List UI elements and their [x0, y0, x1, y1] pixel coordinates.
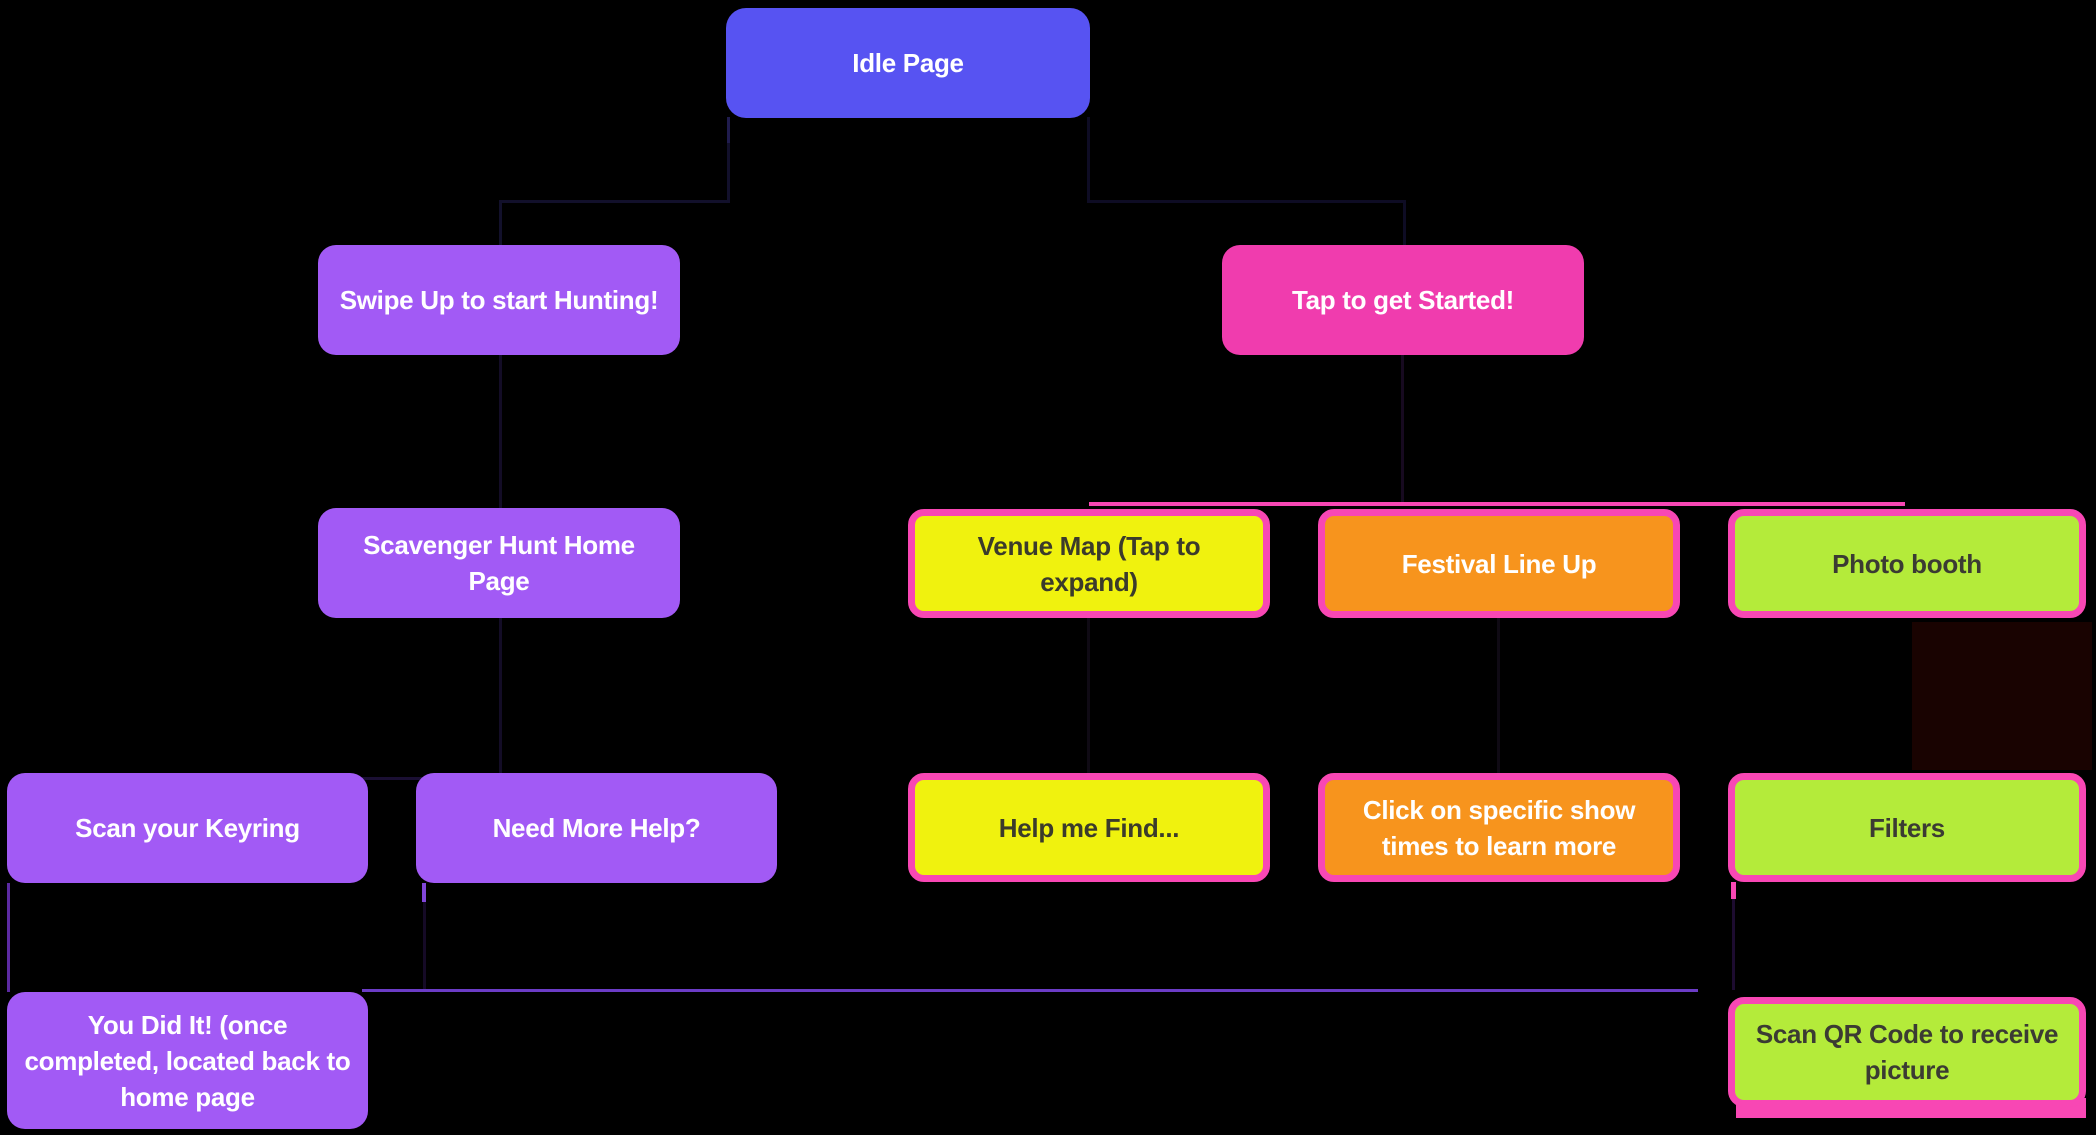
flow-node-label: Photo booth [1832, 548, 1982, 579]
flow-node-label: Scan your Keyring [75, 813, 300, 843]
connector-venue-drop [1087, 618, 1090, 773]
connector-row3-pink-horizontal [1089, 502, 1905, 506]
flow-node-scan-qr[interactable]: Scan QR Code to receive picture [1728, 997, 2086, 1107]
flow-node-label: You Did It! (once completed, located bac… [24, 1009, 351, 1112]
connector-swipe-drop [499, 200, 502, 245]
connector-swipe-to-home [499, 355, 502, 508]
connector-needhelp-stub [422, 883, 426, 902]
connector-idle-right-horizontal [1087, 200, 1406, 203]
connector-home-split-vertical [499, 618, 502, 780]
connector-bottom-long-line [362, 989, 1698, 992]
connector-tap-rise [1403, 200, 1406, 245]
flow-node-idle-page[interactable]: Idle Page [726, 8, 1090, 118]
flow-node-you-did-it[interactable]: You Did It! (once completed, located bac… [7, 992, 368, 1129]
connector-filters-drop [1732, 899, 1735, 990]
flow-node-help-find[interactable]: Help me Find... [908, 773, 1270, 882]
flow-node-label: Festival Line Up [1401, 548, 1597, 579]
flow-node-label: Venue Map (Tap to expand) [977, 530, 1201, 597]
flow-node-label: Need More Help? [492, 813, 701, 843]
connector-idle-right-vertical [1087, 117, 1090, 203]
flow-node-photo-booth[interactable]: Photo booth [1728, 509, 2086, 618]
connector-festival-drop [1497, 618, 1500, 773]
flow-node-label: Swipe Up to start Hunting! [339, 285, 659, 315]
flow-node-need-help[interactable]: Need More Help? [416, 773, 777, 883]
flow-node-filters[interactable]: Filters [1728, 773, 2086, 882]
flow-node-label: Click on specific show times to learn mo… [1362, 794, 1636, 861]
flow-node-label: Filters [1869, 812, 1945, 843]
flow-node-label: Idle Page [852, 48, 964, 78]
flow-node-festival-lineup[interactable]: Festival Line Up [1318, 509, 1680, 618]
flow-node-scavenger-home[interactable]: Scavenger Hunt Home Page [318, 508, 680, 618]
flow-node-tap-start[interactable]: Tap to get Started! [1222, 245, 1584, 355]
connector-needhelp-drop [423, 902, 426, 990]
flow-node-label: Help me Find... [998, 812, 1180, 843]
connector-photobooth-block [1912, 622, 2092, 770]
flow-node-swipe-up[interactable]: Swipe Up to start Hunting! [318, 245, 680, 355]
connector-home-split-horizontal [188, 777, 601, 780]
flow-node-scan-keyring[interactable]: Scan your Keyring [7, 773, 368, 883]
connector-idle-left-horizontal [499, 200, 730, 203]
flow-node-label: Tap to get Started! [1291, 285, 1515, 315]
connector-idle-stub [727, 117, 730, 145]
connector-idle-left-vertical [727, 143, 730, 203]
connector-keyring-to-youdidit [7, 883, 10, 992]
flow-node-label: Scan QR Code to receive picture [1755, 1019, 2059, 1085]
flow-node-click-show-times[interactable]: Click on specific show times to learn mo… [1318, 773, 1680, 882]
flow-node-label: Scavenger Hunt Home Page [363, 530, 635, 596]
connector-tap-drop [1401, 355, 1404, 505]
flow-node-venue-map[interactable]: Venue Map (Tap to expand) [908, 509, 1270, 618]
connector-filters-pink-stub [1731, 882, 1736, 899]
